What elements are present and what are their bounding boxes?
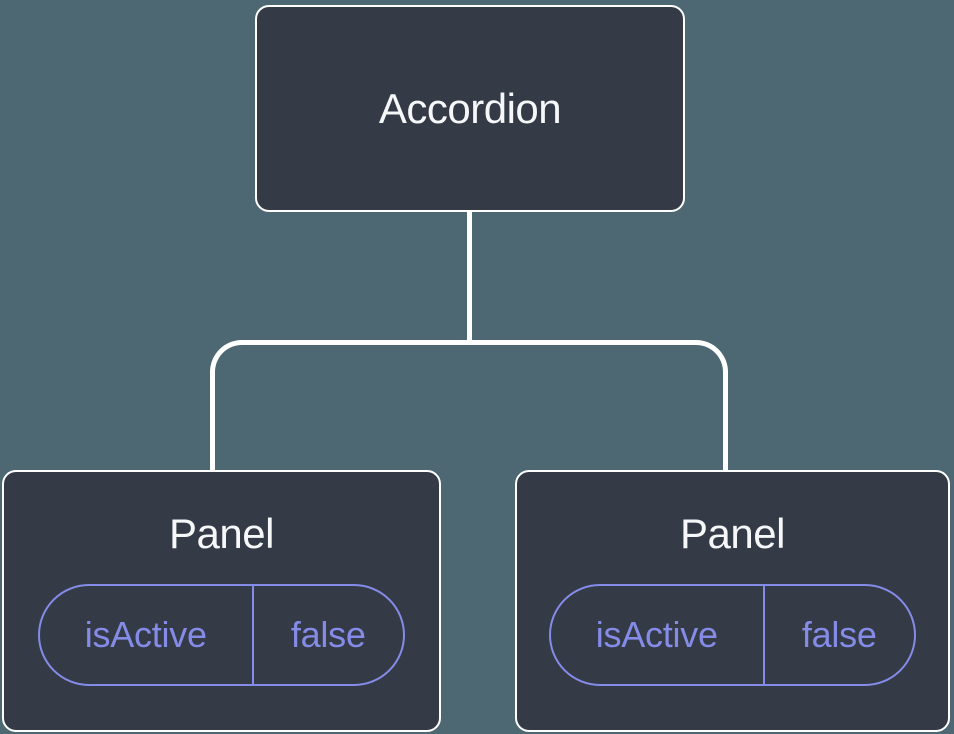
component-node-accordion: Accordion	[255, 5, 685, 212]
state-value: false	[762, 586, 914, 684]
component-label: Panel	[169, 510, 274, 557]
component-label: Accordion	[378, 84, 562, 132]
state-value: false	[251, 586, 403, 684]
component-node-panel-1: Panel isActive false	[2, 470, 441, 732]
connector-bracket	[210, 340, 728, 472]
state-pill: isActive false	[38, 584, 405, 686]
component-node-panel-2: Panel isActive false	[515, 470, 950, 732]
state-pill: isActive false	[549, 584, 916, 686]
state-name: isActive	[84, 614, 207, 655]
state-name: isActive	[595, 614, 718, 655]
component-label: Panel	[680, 510, 785, 557]
connector-stem	[467, 210, 472, 345]
